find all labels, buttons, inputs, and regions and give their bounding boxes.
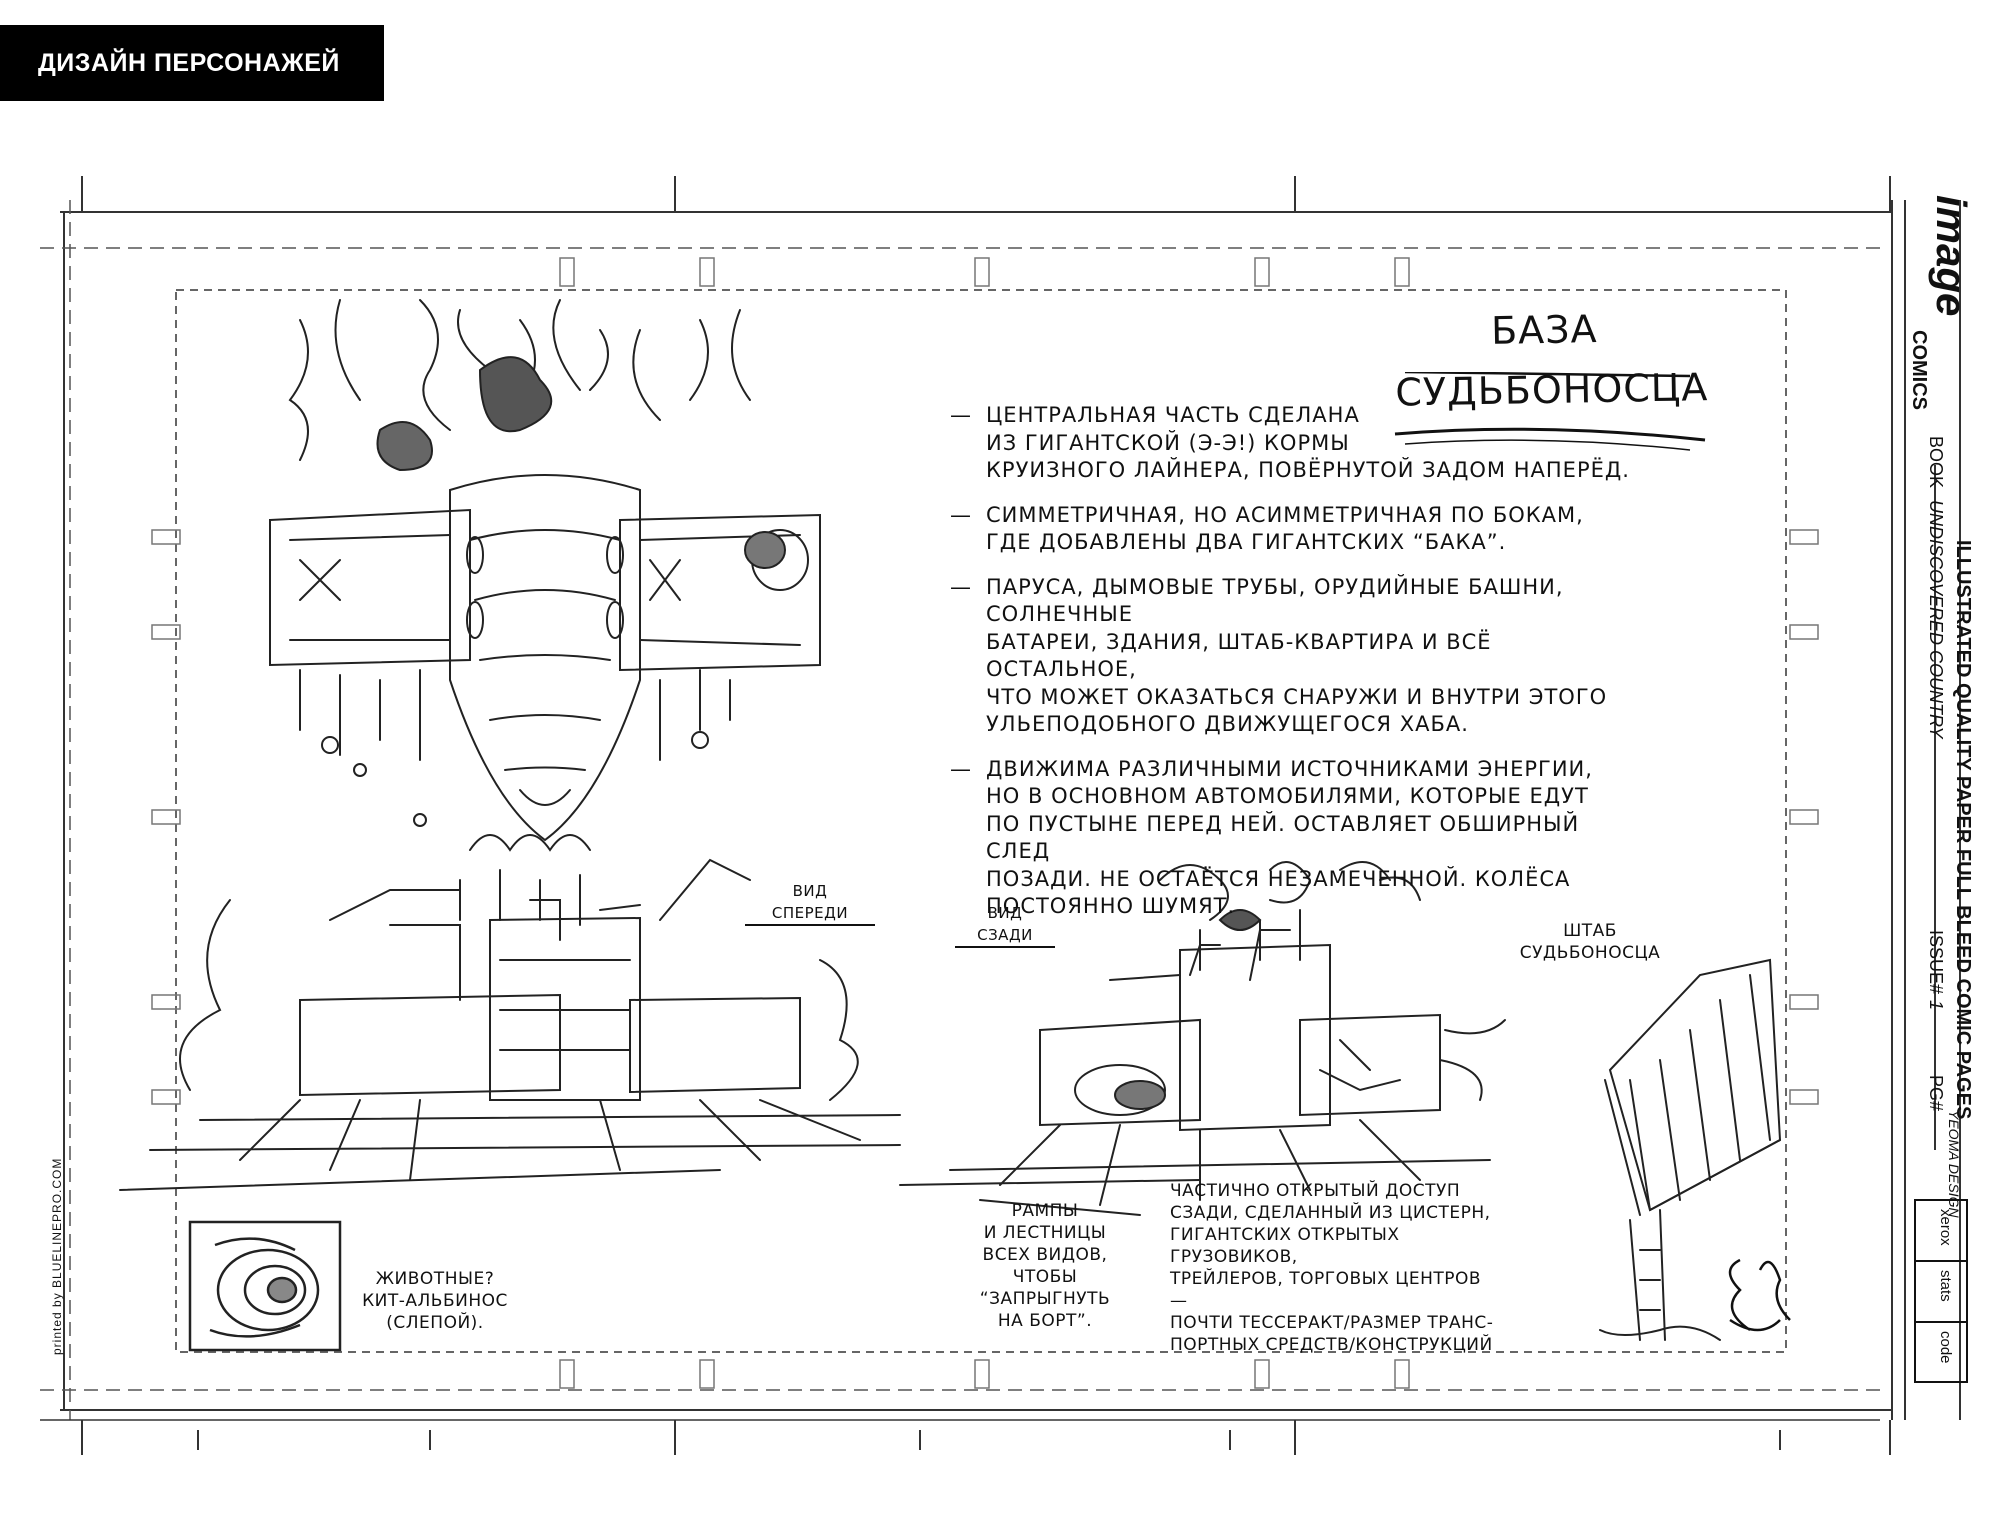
note-text: паруса, дымовые трубы, орудийные башни, … bbox=[986, 574, 1608, 737]
publisher-logo: image bbox=[1928, 195, 1975, 317]
issue-value: 1 bbox=[1926, 1000, 1946, 1011]
publisher-sub: COMICS bbox=[1908, 330, 1930, 410]
section-badge: ДИЗАЙН ПЕРСОНАЖЕЙ bbox=[0, 25, 384, 101]
note-item: — центральная часть сделана из гигантско… bbox=[950, 402, 1640, 485]
note-dash: — bbox=[950, 756, 972, 781]
pg-label: PG# bbox=[1926, 1075, 1946, 1112]
issue-label: ISSUE# bbox=[1926, 930, 1946, 995]
note-text: движима различными источниками энергии, … bbox=[986, 756, 1593, 919]
paper-name: ILLUSTRATED QUALITY PAPER FULL BLEED COM… bbox=[1952, 540, 1974, 1120]
note-item: — симметричная, но асимметричная по бока… bbox=[950, 502, 1640, 557]
design-notes: — центральная часть сделана из гигантско… bbox=[950, 402, 1640, 938]
note-dash: — bbox=[950, 502, 972, 527]
note-dash: — bbox=[950, 574, 972, 599]
stamp-cell: stats bbox=[1916, 1262, 1966, 1323]
book-value: UNDISCOVERED COUNTRY bbox=[1926, 500, 1946, 739]
stamp-table: xerox stats code bbox=[1914, 1199, 1968, 1383]
front-view-label: ВИД СПЕРЕДИ bbox=[745, 880, 875, 926]
stamp-stats: stats bbox=[1937, 1270, 1954, 1302]
note-item: — движима различными источниками энергии… bbox=[950, 756, 1640, 921]
stamp-cell: code bbox=[1916, 1323, 1966, 1384]
ramps-label: РАМПЫ И ЛЕСТНИЦЫ ВСЕХ ВИДОВ, ЧТОБЫ “ЗАПР… bbox=[979, 1201, 1111, 1331]
title-line-1: БАЗА bbox=[1490, 307, 1598, 353]
note-text: центральная часть сделана из гигантской … bbox=[986, 403, 1630, 482]
stamp-xerox: xerox bbox=[1937, 1209, 1954, 1246]
book-label: BOOK bbox=[1926, 436, 1946, 489]
title-underline bbox=[1394, 372, 1706, 451]
animals-label: ЖИВОТНЫЕ? КИТ-АЛЬБИНОС (СЛЕПОЙ). bbox=[362, 1269, 508, 1333]
stamp-cell: xerox bbox=[1916, 1201, 1966, 1262]
note-text: симметричная, но асимметричная по бокам,… bbox=[986, 502, 1584, 555]
note-dash: — bbox=[950, 403, 972, 427]
note-item: — паруса, дымовые трубы, орудийные башни… bbox=[950, 574, 1640, 739]
hq-label: ШТАБ СУДЬБОНОСЦА bbox=[1519, 921, 1661, 963]
printed-by: printed by BLUELINEPRO.COM bbox=[50, 1157, 64, 1355]
stamp-code: code bbox=[1937, 1331, 1954, 1364]
rear-access-label: ЧАСТИЧНО ОТКРЫТЫЙ ДОСТУП СЗАДИ, СДЕЛАННЫ… bbox=[1170, 1181, 1494, 1355]
rear-view-label: ВИД СЗАДИ bbox=[955, 902, 1055, 948]
